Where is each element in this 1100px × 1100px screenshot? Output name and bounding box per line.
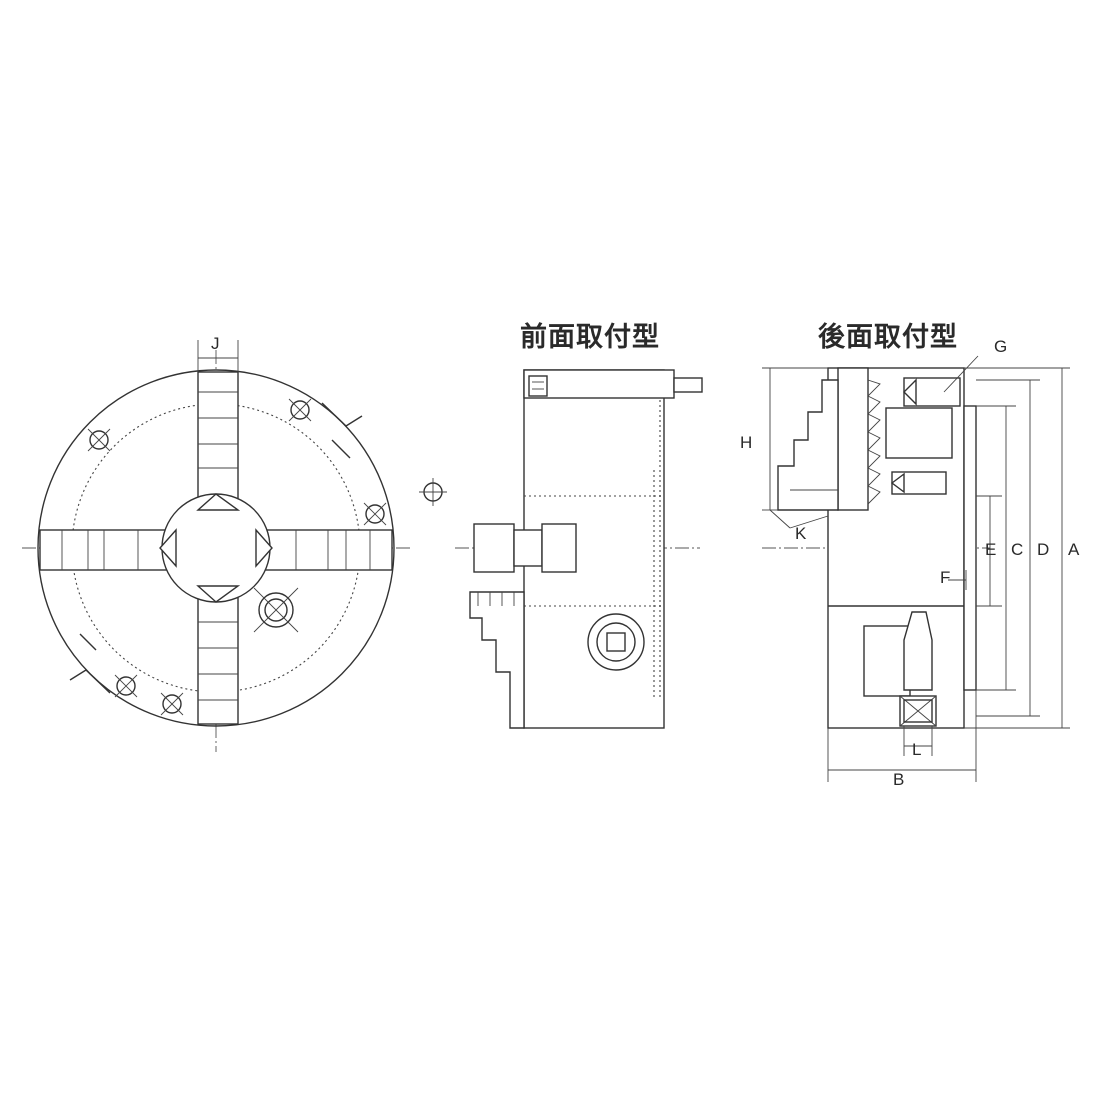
jaw-left [39, 529, 169, 571]
jaw-right [263, 529, 393, 571]
dimension-label-c: C [1011, 540, 1024, 559]
bolt-symbol [87, 398, 387, 716]
dimension-label-j: J [211, 334, 220, 353]
dimension-label-d: D [1037, 540, 1050, 559]
chuck-body-outline [37, 369, 395, 727]
dimension-label-g: G [994, 337, 1008, 356]
dimension-label-f: F [940, 568, 951, 587]
dimension-label-a: A [1068, 540, 1080, 559]
jaw-top [197, 371, 239, 501]
rear-mount-title: 後面取付型 [818, 322, 958, 353]
dimension-label-e: E [985, 540, 997, 559]
dimension-label-l: L [912, 740, 922, 759]
dimension-label-k: K [795, 524, 807, 543]
dimension-label-h: H [740, 433, 753, 452]
front-mount-side-view [455, 369, 703, 729]
rear-mount-side-view [762, 355, 1070, 782]
center-mark-icon [419, 478, 447, 506]
jaw-bottom [197, 595, 239, 725]
chuck-front-view [22, 340, 412, 752]
adjusting-screw-icon [253, 587, 299, 633]
dimension-label-b: B [893, 770, 905, 789]
front-mount-title: 前面取付型 [520, 322, 660, 353]
